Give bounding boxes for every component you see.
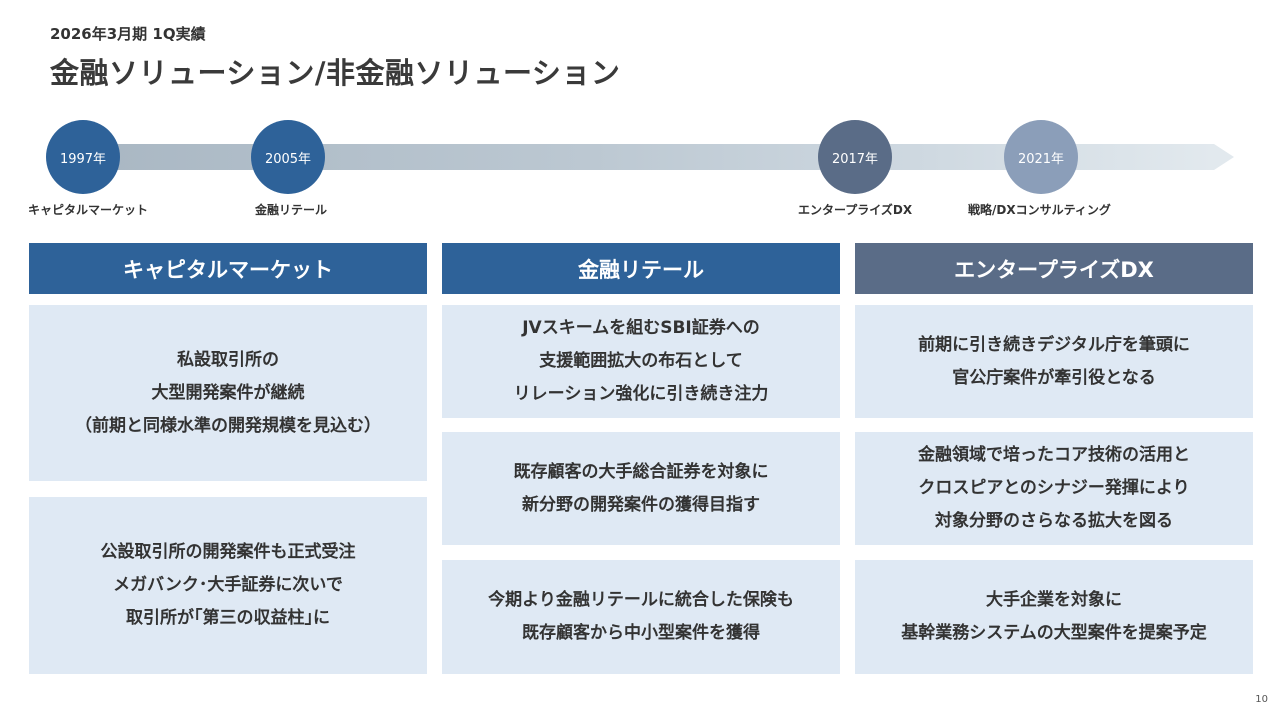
milestone-label: 戦略/DXコンサルティング bbox=[968, 203, 1111, 217]
capital-market-box-2: 公設取引所の開発案件も正式受注 メガバンク･大手証券に次いで 取引所が｢第三の収… bbox=[29, 497, 427, 674]
milestone-circle-2021: 2021年 bbox=[1004, 120, 1078, 194]
timeline-arrow-icon bbox=[1214, 144, 1234, 170]
milestone-circle-2005: 2005年 bbox=[251, 120, 325, 194]
financial-retail-box-1: JVスキームを組むSBI証券への 支援範囲拡大の布石として リレーション強化に引… bbox=[442, 305, 840, 418]
milestone-circle-2017: 2017年 bbox=[818, 120, 892, 194]
enterprise-dx-box-1: 前期に引き続きデジタル庁を筆頭に 官公庁案件が牽引役となる bbox=[855, 305, 1253, 418]
milestone-label: エンタープライズDX bbox=[798, 203, 913, 217]
page-title: 金融ソリューション/非金融ソリューション bbox=[50, 56, 621, 90]
page-subtitle: 2026年3月期 1Q実績 bbox=[50, 25, 206, 43]
column-header-financial-retail: 金融リテール bbox=[442, 243, 840, 294]
financial-retail-box-3: 今期より金融リテールに統合した保険も 既存顧客から中小型案件を獲得 bbox=[442, 560, 840, 674]
milestone-year: 2017年 bbox=[831, 151, 879, 167]
enterprise-dx-box-2: 金融領域で培ったコア技術の活用と クロスピアとのシナジー発揮により 対象分野のさ… bbox=[855, 432, 1253, 545]
milestone-label: キャピタルマーケット bbox=[28, 203, 149, 217]
page-number: 10 bbox=[1255, 694, 1268, 705]
capital-market-box-1: 私設取引所の 大型開発案件が継続 （前期と同様水準の開発規模を見込む） bbox=[29, 305, 427, 481]
milestone-year: 2005年 bbox=[264, 151, 312, 167]
milestone-circle-1997: 1997年 bbox=[46, 120, 120, 194]
column-header-enterprise-dx: エンタープライズDX bbox=[855, 243, 1253, 294]
enterprise-dx-box-3: 大手企業を対象に 基幹業務システムの大型案件を提案予定 bbox=[855, 560, 1253, 674]
financial-retail-box-2: 既存顧客の大手総合証券を対象に 新分野の開発案件の獲得目指す bbox=[442, 432, 840, 545]
milestone-label: 金融リテール bbox=[255, 203, 328, 217]
column-header-capital-market: キャピタルマーケット bbox=[29, 243, 427, 294]
milestone-year: 2021年 bbox=[1017, 151, 1065, 167]
milestone-year: 1997年 bbox=[59, 151, 107, 167]
